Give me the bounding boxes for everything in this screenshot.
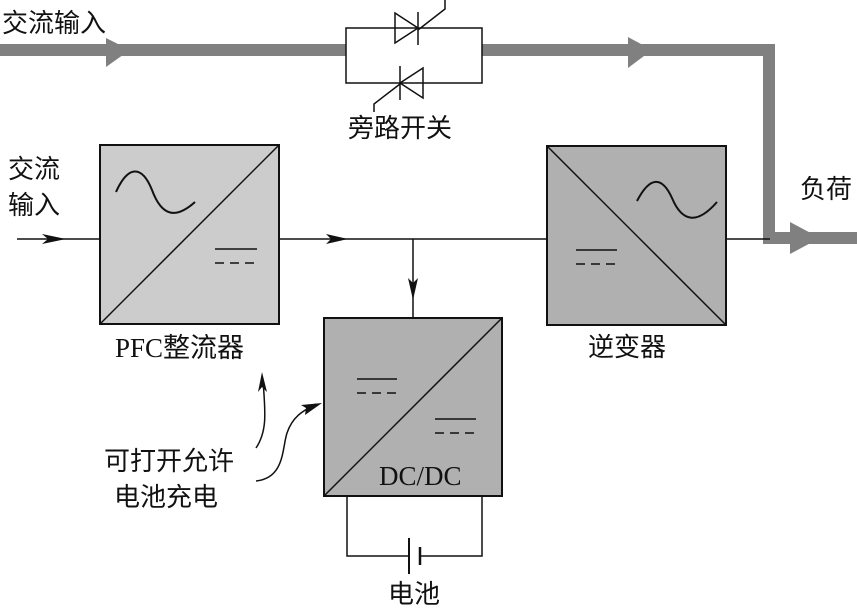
bypass-switch-label: 旁路开关 bbox=[348, 114, 452, 144]
ac-sine-icon bbox=[636, 180, 718, 219]
thyristor-icon bbox=[394, 0, 446, 45]
ac-input-left-label-1: 交流 bbox=[8, 155, 60, 185]
dcdc-block[interactable]: DC/DC bbox=[323, 317, 503, 497]
ac-sine-icon bbox=[115, 170, 196, 214]
annotation-label-1: 可打开允许 bbox=[104, 447, 234, 477]
rectifier-label: PFC整流器 bbox=[115, 333, 244, 363]
ac-input-top-label: 交流输入 bbox=[2, 9, 106, 39]
annotation-arrow-to-dcdc bbox=[255, 403, 317, 482]
dc-symbol-icon bbox=[357, 378, 397, 394]
dc-bus-arrow bbox=[326, 234, 348, 244]
annotation-arrow-to-rectifier bbox=[255, 379, 266, 449]
dcdc-feed-arrow bbox=[408, 278, 418, 300]
inverter-label: 逆变器 bbox=[588, 333, 666, 363]
load-arrow bbox=[790, 222, 820, 254]
load-label: 负荷 bbox=[800, 175, 852, 205]
bypass-path bbox=[0, 37, 857, 254]
rectifier-block[interactable] bbox=[99, 144, 280, 325]
inverter-block[interactable] bbox=[546, 145, 727, 326]
bypass-arrow-1 bbox=[106, 38, 130, 67]
bypass-switch[interactable] bbox=[345, 0, 483, 112]
battery-circuit bbox=[346, 496, 483, 574]
annotation-label-2: 电池充电 bbox=[114, 483, 218, 513]
dc-symbol-icon bbox=[215, 248, 257, 264]
ac-input-left-label-2: 输入 bbox=[8, 191, 60, 221]
annotation-arrows bbox=[255, 372, 322, 482]
dc-symbol-icon bbox=[435, 418, 476, 434]
dc-symbol-icon bbox=[576, 249, 617, 265]
battery-icon bbox=[408, 538, 422, 574]
dcdc-label: DC/DC bbox=[379, 461, 462, 491]
ac-input-arrow bbox=[42, 234, 66, 244]
bypass-arrow-2 bbox=[628, 37, 652, 68]
bypass-switch-frame bbox=[345, 27, 483, 84]
thyristor-icon bbox=[373, 66, 424, 112]
battery-label: 电池 bbox=[388, 580, 440, 610]
